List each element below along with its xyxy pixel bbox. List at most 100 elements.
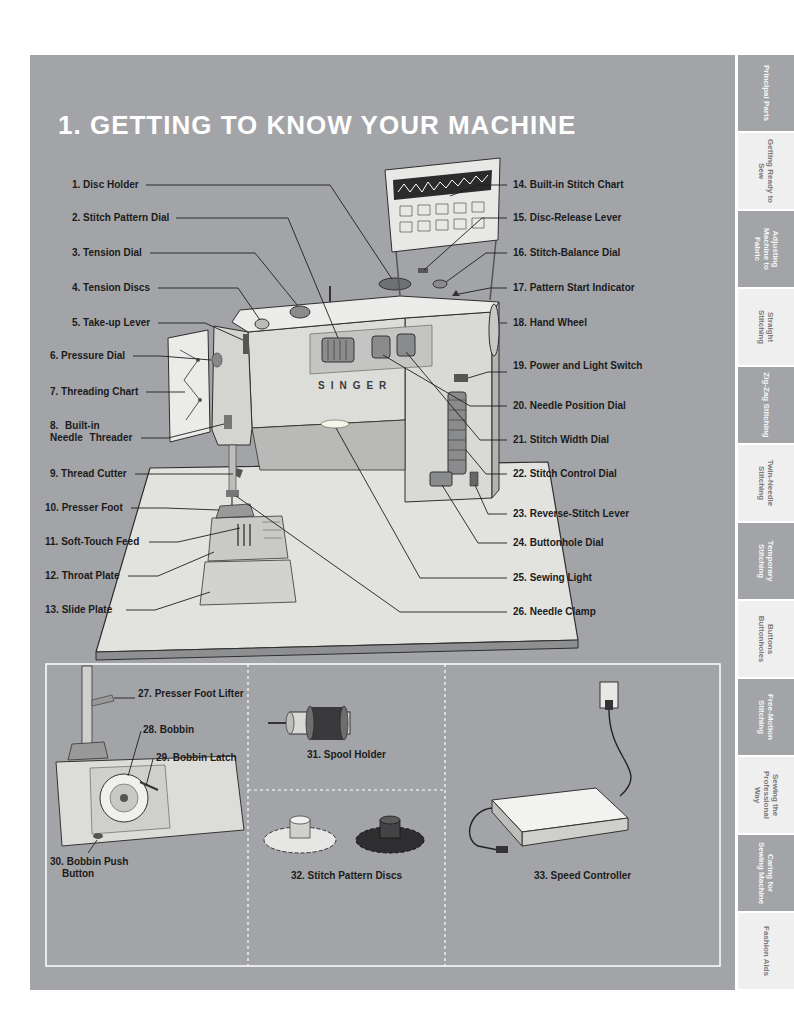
sewing-machine-illustration [454, 203, 466, 213]
tab-label: Zig-Zag Stitching [762, 372, 771, 438]
bobbin-illustration [90, 765, 170, 834]
leader-line [442, 485, 507, 543]
callout-label: 7. Threading Chart [50, 386, 138, 398]
leader-line [150, 253, 298, 306]
leader-line [176, 218, 338, 338]
tab-label: Principal Parts [762, 60, 771, 126]
sewing-machine-illustration [249, 524, 251, 546]
bobbin-illustration [140, 782, 158, 790]
callout-label: 31. Spool Holder [248, 749, 445, 761]
leader-line [466, 450, 507, 474]
tab-label: Free-Motion Stitching [757, 684, 775, 750]
leader-line [114, 698, 135, 699]
sewing-machine-illustration [397, 334, 415, 356]
leader-line [450, 185, 507, 196]
sewing-machine-illustration [436, 204, 448, 214]
spool-holder-illustration [306, 706, 314, 740]
callout-label: 17. Pattern Start Indicator [513, 282, 635, 294]
callout-label: 24. Buttonhole Dial [513, 537, 604, 549]
sewing-machine-illustration [452, 290, 460, 296]
leader-line [133, 356, 211, 360]
parts-frame [248, 789, 445, 790]
bobbin-illustration [120, 794, 128, 802]
callout-label: 27. Presser Foot Lifter [138, 688, 252, 700]
bobbin-illustration [92, 695, 114, 706]
callout-label: 14. Built-in Stitch Chart [513, 179, 624, 191]
parts-cell: 31. Spool Holder [248, 665, 445, 790]
section-tab: Principal Parts [738, 55, 794, 131]
tab-label: Getting Ready to Sew [757, 138, 775, 204]
callout-label: 19. Power and Light Switch [513, 360, 645, 372]
sewing-machine-illustration [180, 350, 200, 420]
section-tab: Adjusting Machine to Fabric [738, 211, 794, 287]
parts-cell: 33. Speed Controller [445, 665, 720, 966]
sewing-machine-illustration [226, 490, 239, 497]
sewing-machine-illustration [236, 468, 243, 478]
sewing-machine-illustration [472, 218, 484, 228]
section-tab: Free-Motion Stitching [738, 679, 794, 755]
pattern-disc-illustration [290, 816, 310, 824]
speed-controller-illustration [470, 808, 498, 850]
tab-label: Straight Stitching [757, 294, 775, 360]
bobbin-illustration [82, 666, 92, 744]
sewing-machine-illustration [448, 460, 466, 461]
leader-line [149, 528, 240, 542]
sewing-machine-illustration [448, 450, 466, 451]
parts-frame [444, 664, 445, 966]
section-tab: Temporary Stitching [738, 523, 794, 599]
callout-label: 6. Pressure Dial [50, 350, 125, 362]
leader-line [446, 253, 507, 282]
leader-line [128, 552, 214, 576]
callout-label: 3. Tension Dial [72, 247, 142, 259]
sewing-machine-illustration [290, 306, 310, 318]
speed-controller-illustration [470, 682, 631, 853]
callout-label: 21. Stitch Width Dial [513, 434, 609, 446]
parts-frame [46, 664, 720, 966]
spool-holder-illustration [286, 712, 294, 734]
spool-holder-illustration [340, 706, 348, 740]
page-title: 1. GETTING TO KNOW YOUR MACHINE [58, 110, 576, 140]
sewing-machine-illustration [448, 400, 466, 401]
sewing-machine-illustration [208, 516, 288, 561]
bobbin-illustration [110, 784, 138, 812]
leader-line [406, 352, 507, 440]
sewing-machine-illustration [448, 430, 466, 431]
sewing-machine-illustration [334, 340, 335, 360]
callout-label: 10. Presser Foot [45, 502, 123, 514]
sewing-machine-illustration [96, 640, 578, 660]
leader-line [126, 185, 507, 612]
sewing-machine-illustration [400, 206, 412, 216]
parts-frame [247, 664, 248, 966]
sewing-machine-illustration [472, 202, 484, 212]
sewing-machine-illustration [243, 334, 249, 354]
callout-label: 13. Slide Plate [45, 604, 112, 616]
sewing-machine-illustration [321, 420, 349, 428]
sewing-machine-illustration [398, 175, 488, 192]
leader-line [146, 759, 153, 786]
speed-controller-illustration [522, 818, 628, 846]
callout-label: 2. Stitch Pattern Dial [72, 212, 169, 224]
sewing-machine-illustration [200, 560, 296, 605]
sewing-machine-illustration [96, 158, 578, 660]
speed-controller-illustration [492, 800, 522, 846]
sewing-machine-illustration [418, 221, 430, 231]
sewing-machine-illustration [322, 338, 354, 362]
sewing-machine-illustration [229, 445, 236, 493]
leader-line [500, 323, 507, 324]
leader-line [475, 485, 507, 514]
callout-label: 33. Speed Controller [445, 870, 720, 882]
leader-line [128, 731, 141, 776]
callout-label: 25. Sewing Light [513, 572, 592, 584]
tab-label: Adjusting Machine to Fabric [753, 216, 780, 282]
sewing-machine-illustration [310, 325, 432, 374]
parts-frame [46, 664, 720, 966]
spool-holder-illustration [268, 706, 350, 740]
callout-label: 18. Hand Wheel [513, 317, 587, 329]
sewing-machine-illustration [216, 504, 254, 518]
speed-controller-illustration [496, 846, 508, 853]
section-tab: Buttons Buttonholes [738, 601, 794, 677]
leader-line [135, 474, 233, 475]
leader-line [146, 392, 185, 393]
sewing-machine-illustration [470, 472, 478, 486]
leader-line [158, 288, 260, 320]
